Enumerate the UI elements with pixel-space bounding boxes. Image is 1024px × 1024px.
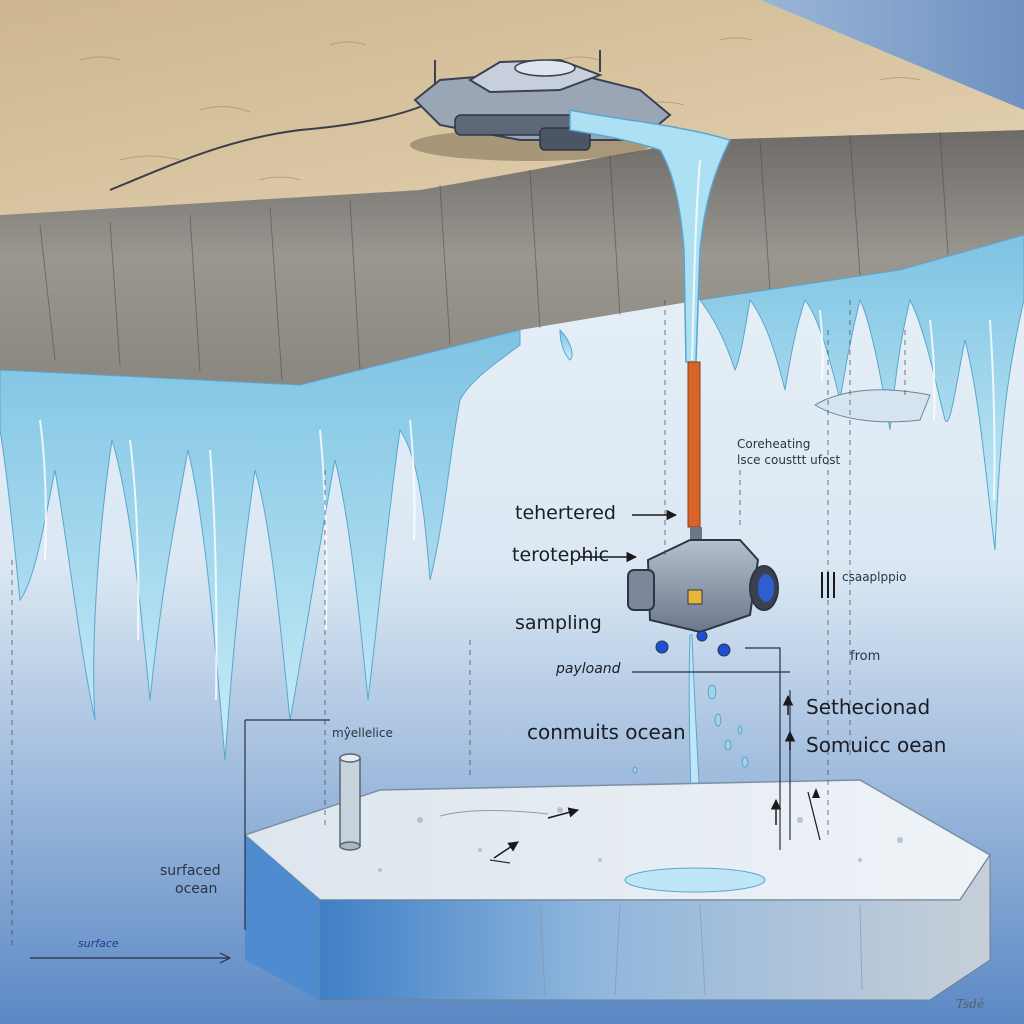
meltwater-stream xyxy=(569,109,732,363)
label-sampling: sampling xyxy=(515,612,602,634)
ice-shell-cliff xyxy=(0,130,1024,385)
label-surfaced: surfaced xyxy=(160,863,221,879)
label-conmuits-ocean: conmuits ocean xyxy=(527,720,686,744)
label-mgellelice: mŷellelice xyxy=(332,726,393,740)
label-from: from xyxy=(850,649,881,664)
artist-signature: Tsdé xyxy=(956,997,985,1011)
label-coreheating-sub: lsce cousttt ufost xyxy=(737,453,841,467)
label-terotephic: terotephic xyxy=(512,544,610,566)
label-somuicc-oean: Somuicc oean xyxy=(806,733,947,757)
label-payload: payloand xyxy=(556,661,621,677)
lower-ice-slab xyxy=(243,779,992,1001)
label-tethered: tehertered xyxy=(515,502,616,524)
sample-core-icon xyxy=(339,753,361,851)
icicles xyxy=(0,234,1024,761)
cryobot-probe-icon xyxy=(627,527,779,657)
label-surfaced-ocean: ocean xyxy=(175,881,218,897)
label-csaaplppio: csaaplppio xyxy=(842,570,907,584)
label-surface: surface xyxy=(78,937,119,950)
label-coreheating: Coreheating xyxy=(737,437,811,451)
label-sethecionad: Sethecionad xyxy=(806,695,931,719)
tether-cable xyxy=(687,361,701,528)
